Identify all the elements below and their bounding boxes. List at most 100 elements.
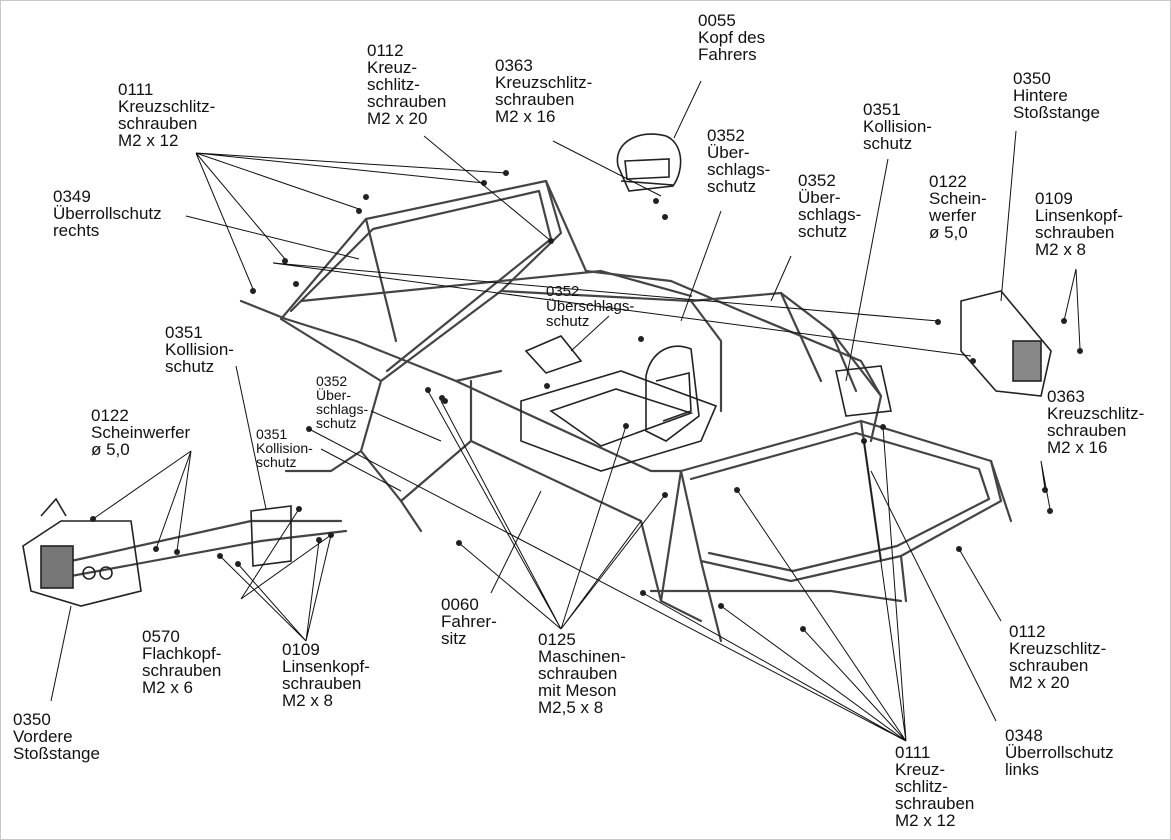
- callout-0109-bottom: 0109 Linsenkopf- schrauben M2 x 8: [282, 641, 370, 709]
- part-text: schrauben: [895, 794, 975, 813]
- callout-0122-left-headlight: 0122 Scheinwerfer ø 5,0: [91, 407, 190, 458]
- part-text: links: [1005, 760, 1040, 779]
- part-number: 0352: [316, 373, 348, 389]
- collision-guards: [250, 365, 892, 567]
- part-text: Über-: [798, 188, 841, 207]
- part-number: 0363: [1047, 387, 1085, 406]
- part-number: 0112: [367, 41, 404, 60]
- callout-0351-left: 0351 Kollision- schutz: [165, 324, 234, 375]
- part-text: M2 x 12: [895, 811, 956, 830]
- part-text: Kollision-: [165, 340, 234, 359]
- part-number: 0109: [282, 640, 320, 659]
- part-text: schlitz-: [895, 777, 948, 796]
- part-text: M2 x 8: [1035, 240, 1087, 259]
- callout-0348-left-rollbar: 0348 Überrollschutz links: [1005, 727, 1114, 778]
- part-number: 0348: [1005, 726, 1043, 745]
- part-number: 0112: [1009, 622, 1046, 641]
- part-text: Überrollschutz: [53, 204, 162, 223]
- callout-0055-driver-head: 0055 Kopf des Fahrers: [698, 12, 765, 63]
- part-number: 0351: [165, 323, 203, 342]
- part-text: Kollision-: [863, 117, 932, 136]
- part-text: schlitz-: [367, 75, 420, 94]
- part-text: schrauben: [282, 674, 362, 693]
- part-number: 0125: [538, 630, 576, 649]
- part-number: 0351: [256, 426, 288, 442]
- callout-0363-top: 0363 Kreuzschlitz- schrauben M2 x 16: [495, 57, 592, 125]
- part-number: 0349: [53, 187, 91, 206]
- part-text: schlags-: [707, 160, 771, 179]
- part-text: Fahrers: [698, 45, 757, 64]
- part-text: schutz: [165, 357, 215, 376]
- front-bumper: [22, 497, 142, 607]
- part-number: 0109: [1035, 189, 1073, 208]
- part-number: 0060: [441, 595, 479, 614]
- callout-0111-top: 0111 Kreuzschlitz- schrauben M2 x 12: [118, 81, 215, 149]
- part-text: Linsenkopf-: [282, 657, 370, 676]
- part-text: schutz: [316, 415, 357, 431]
- callout-0363-right: 0363 Kreuzschlitz- schrauben M2 x 16: [1047, 388, 1144, 456]
- rear-bumper: [960, 290, 1052, 397]
- part-text: Scheinwerfer: [91, 423, 191, 442]
- part-text: Überrollschutz: [1005, 743, 1114, 762]
- part-text: Flachkopf-: [142, 644, 222, 663]
- part-text: schrauben: [1035, 223, 1115, 242]
- part-text: Linsenkopf-: [1035, 206, 1123, 225]
- part-text: Überschlags-: [546, 298, 635, 315]
- part-number: 0352: [546, 283, 580, 300]
- callout-0352-a: 0352 Über- schlags- schutz: [707, 127, 770, 195]
- callout-0109-right: 0109 Linsenkopf- schrauben M2 x 8: [1035, 190, 1123, 258]
- part-number: 0363: [495, 56, 533, 75]
- part-text: ø 5,0: [929, 223, 968, 242]
- callout-0351-small: 0351 Kollision- schutz: [256, 427, 313, 469]
- part-text: Vordere: [13, 727, 73, 746]
- callout-0351-top: 0351 Kollision- schutz: [863, 101, 932, 152]
- callout-0352-d: 0352 Über- schlags- schutz: [316, 374, 368, 430]
- part-text: mit Meson: [538, 681, 617, 700]
- part-number: 0122: [91, 406, 129, 425]
- part-number: 0111: [118, 80, 154, 99]
- part-number: 0351: [863, 100, 901, 119]
- part-number: 0350: [13, 710, 51, 729]
- part-text: schrauben: [1047, 421, 1127, 440]
- part-number: 0352: [798, 171, 836, 190]
- driver-helmet: [616, 133, 682, 192]
- callout-0125-machine-screws: 0125 Maschinen- schrauben mit Meson M2,5…: [538, 631, 626, 716]
- part-text: Schein-: [929, 189, 987, 208]
- part-text: M2 x 16: [1047, 438, 1108, 457]
- part-text: werfer: [929, 206, 977, 225]
- part-number: 0055: [698, 11, 736, 30]
- callout-0570-flathead-screws: 0570 Flachkopf- schrauben M2 x 6: [142, 628, 221, 696]
- part-text: sitz: [441, 629, 467, 648]
- callout-0060-driver-seat: 0060 Fahrer- sitz: [441, 596, 497, 647]
- part-text: M2 x 12: [118, 131, 179, 150]
- part-text: schutz: [863, 134, 913, 153]
- part-text: Kreuzschlitz-: [1009, 639, 1107, 658]
- part-text: Kreuz-: [367, 58, 418, 77]
- part-text: schrauben: [1009, 656, 1089, 675]
- part-text: schlags-: [798, 205, 862, 224]
- part-text: Über-: [707, 143, 750, 162]
- part-text: Kollision-: [256, 440, 313, 456]
- part-text: schutz: [798, 222, 848, 241]
- part-text: Maschinen-: [538, 647, 626, 666]
- part-text: Kreuzschlitz-: [118, 97, 216, 116]
- callout-0112-top: 0112 Kreuz- schlitz- schrauben M2 x 20: [367, 42, 446, 127]
- part-text: schutz: [546, 313, 590, 330]
- callout-0111-bottom: 0111 Kreuz- schlitz- schrauben M2 x 12: [895, 744, 974, 829]
- callout-0349-right-rollbar: 0349 Überrollschutz rechts: [53, 188, 162, 239]
- part-text: ø 5,0: [91, 440, 130, 459]
- part-text: schutz: [256, 454, 297, 470]
- part-text: schrauben: [142, 661, 222, 680]
- part-text: Stoßstange: [1013, 103, 1100, 122]
- part-text: schrauben: [118, 114, 198, 133]
- part-text: M2 x 16: [495, 107, 556, 126]
- part-number: 0570: [142, 627, 180, 646]
- part-text: schlags-: [316, 401, 369, 417]
- part-number: 0122: [929, 172, 967, 191]
- part-text: schrauben: [367, 92, 447, 111]
- roll-cage-frame: [69, 179, 1013, 643]
- part-number: 0350: [1013, 69, 1051, 88]
- callout-0350-front-bumper: 0350 Vordere Stoßstange: [13, 711, 100, 762]
- callout-0350-rear-bumper: 0350 Hintere Stoßstange: [1013, 70, 1100, 121]
